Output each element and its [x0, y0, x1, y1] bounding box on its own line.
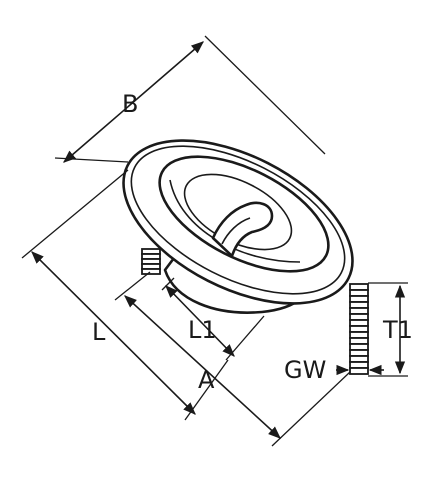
label-a: A: [198, 366, 215, 394]
dimension-b: [54, 35, 326, 163]
cleat-rim-edge: [130, 145, 346, 295]
label-b: B: [122, 90, 138, 118]
label-l: L: [92, 318, 106, 346]
dimension-a: [114, 271, 351, 447]
left-stud: [141, 248, 161, 275]
cleat-part: [122, 139, 369, 375]
cleat-horn-inner: [221, 217, 251, 245]
dimension-l1: [161, 277, 265, 361]
label-l1: L1: [188, 316, 217, 344]
cleat-horn: [211, 201, 274, 258]
right-stud: [349, 283, 369, 375]
label-t1: T1: [382, 316, 413, 344]
label-gw: GW: [284, 356, 326, 384]
dimension-t1: [368, 282, 408, 377]
